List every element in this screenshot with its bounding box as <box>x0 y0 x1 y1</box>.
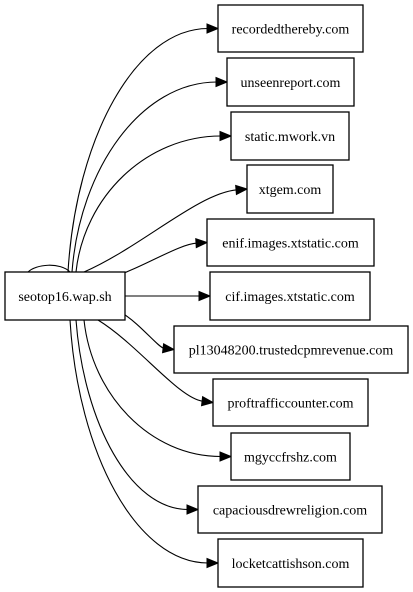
edge <box>97 319 215 407</box>
edge <box>121 312 176 354</box>
arrowhead <box>219 130 233 142</box>
edge <box>83 319 233 462</box>
self-loop-edge <box>27 264 71 273</box>
edge <box>67 23 220 273</box>
arrowhead <box>186 504 200 515</box>
node-target[interactable]: mgyccfrshz.com <box>230 432 351 481</box>
node-target[interactable]: pl13048200.trustedcpmrevenue.com <box>173 325 409 374</box>
node-label: static.mwork.vn <box>245 130 335 145</box>
edge <box>71 76 229 273</box>
node-target[interactable]: cif.images.xtstatic.com <box>209 271 371 321</box>
node-source[interactable]: seotop16.wap.sh <box>4 271 126 321</box>
node-target[interactable]: enif.images.xtstatic.com <box>206 218 375 267</box>
node-target[interactable]: unseenreport.com <box>226 57 355 107</box>
node-label: cif.images.xtstatic.com <box>225 290 355 305</box>
edge-line <box>83 189 238 273</box>
edge-line <box>67 27 209 273</box>
node-label: pl13048200.trustedcpmrevenue.com <box>189 344 394 359</box>
node-box <box>226 57 355 107</box>
node-label: unseenreport.com <box>241 76 341 91</box>
edge <box>83 184 249 273</box>
arrowhead <box>215 76 229 88</box>
edge-line <box>75 319 189 511</box>
arrowhead <box>161 342 176 354</box>
arrowhead <box>206 23 220 34</box>
node-label: proftrafficcounter.com <box>227 397 353 412</box>
edge <box>27 264 71 273</box>
node-label: capaciousdrewreligion.com <box>213 504 367 519</box>
node-box <box>230 111 350 161</box>
edge-line <box>75 135 222 273</box>
node-label: seotop16.wap.sh <box>18 290 111 305</box>
node-box <box>246 164 334 214</box>
node-label: enif.images.xtstatic.com <box>222 237 359 252</box>
node-target[interactable]: capaciousdrewreligion.com <box>197 485 383 534</box>
edges-layer <box>27 23 249 569</box>
edge-line <box>121 312 165 349</box>
node-box <box>4 271 126 321</box>
node-label: locketcattishson.com <box>232 557 350 572</box>
node-box <box>209 271 371 321</box>
edge <box>75 319 200 515</box>
node-target[interactable]: xtgem.com <box>246 164 334 214</box>
node-box <box>206 218 375 267</box>
arrowhead <box>219 451 233 462</box>
node-target[interactable]: recordedthereby.com <box>217 4 364 53</box>
node-target[interactable]: static.mwork.vn <box>230 111 350 161</box>
edge <box>125 290 212 302</box>
arrowhead <box>198 290 212 302</box>
arrowhead <box>206 557 220 569</box>
node-box <box>173 325 409 374</box>
arrowhead <box>200 395 215 407</box>
nodes-layer: seotop16.wap.sh recordedthereby.com unseen… <box>4 4 409 588</box>
edge-line <box>69 319 209 564</box>
node-box <box>217 4 364 53</box>
node-label: mgyccfrshz.com <box>244 451 337 466</box>
node-label: recordedthereby.com <box>232 23 350 38</box>
edge-line <box>83 319 222 458</box>
node-target[interactable]: locketcattishson.com <box>217 538 364 588</box>
node-box <box>230 432 351 481</box>
node-label: xtgem.com <box>259 183 322 198</box>
arrowhead <box>235 184 249 196</box>
node-box <box>212 378 369 427</box>
node-target[interactable]: proftrafficcounter.com <box>212 378 369 427</box>
edge-line <box>97 319 204 402</box>
node-box <box>197 485 383 534</box>
edge <box>69 319 220 569</box>
edge-line <box>71 81 218 273</box>
arrowhead <box>195 237 209 249</box>
edge <box>75 130 233 273</box>
node-box <box>217 538 364 588</box>
